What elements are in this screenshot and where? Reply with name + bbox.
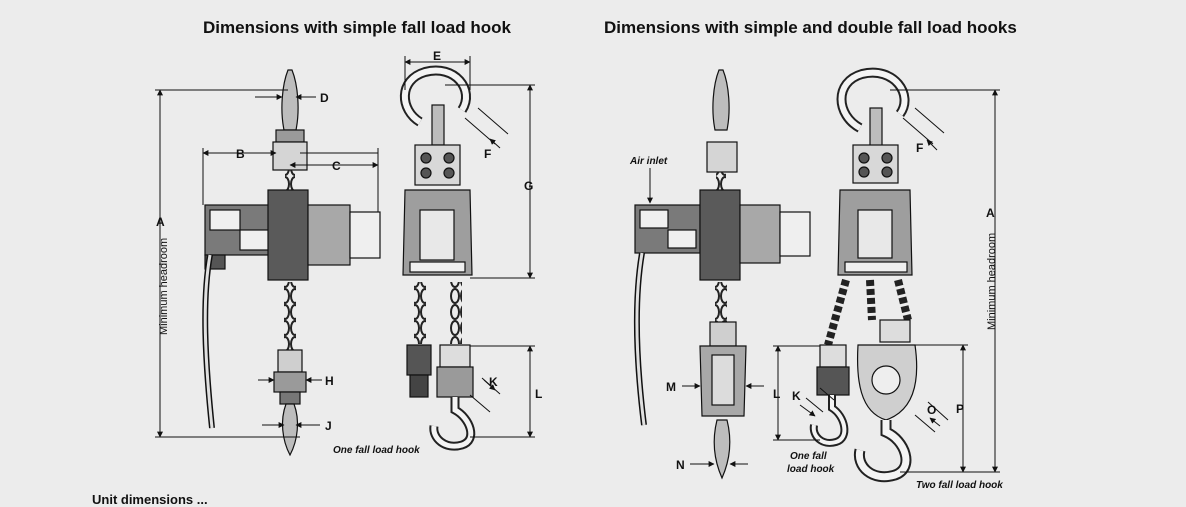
right-dimension-lines (647, 89, 1000, 473)
right-label-M: M (666, 380, 676, 394)
right-side-view (633, 69, 811, 480)
left-min-headroom: Minimum headroom (158, 238, 170, 335)
right-front-view (809, 67, 918, 483)
right-label-K: K (792, 389, 801, 403)
left-label-B: B (236, 147, 245, 161)
left-label-F: F (484, 147, 491, 161)
left-dimension-lines (155, 56, 535, 438)
left-label-A: A (156, 215, 165, 229)
right-label-L: L (773, 387, 780, 401)
left-label-J: J (325, 419, 332, 433)
left-one-fall-note: One fall load hook (333, 445, 420, 456)
left-label-G: G (524, 179, 533, 193)
right-two-fall-note: Two fall load hook (916, 480, 1003, 491)
left-side-view (202, 69, 381, 457)
left-label-H: H (325, 374, 334, 388)
left-front-view (399, 65, 476, 451)
right-label-F: F (916, 141, 923, 155)
right-label-N: N (676, 458, 685, 472)
title-simple-fall: Dimensions with simple fall load hook (203, 18, 511, 37)
left-label-K: K (489, 375, 498, 389)
right-min-headroom: Minimum headroom (986, 233, 998, 330)
right-label-P: P (956, 402, 964, 416)
right-one-fall-line2: load hook (787, 464, 835, 475)
left-label-L: L (535, 387, 542, 401)
left-label-C: C (332, 159, 341, 173)
left-label-D: D (320, 91, 329, 105)
right-label-A: A (986, 206, 995, 220)
right-one-fall-line1: One fall (790, 451, 827, 462)
title-simple-double-fall: Dimensions with simple and double fall l… (604, 18, 1017, 37)
left-label-E: E (433, 49, 441, 63)
right-label-O: O (927, 403, 936, 417)
right-air-inlet: Air inlet (629, 156, 668, 167)
